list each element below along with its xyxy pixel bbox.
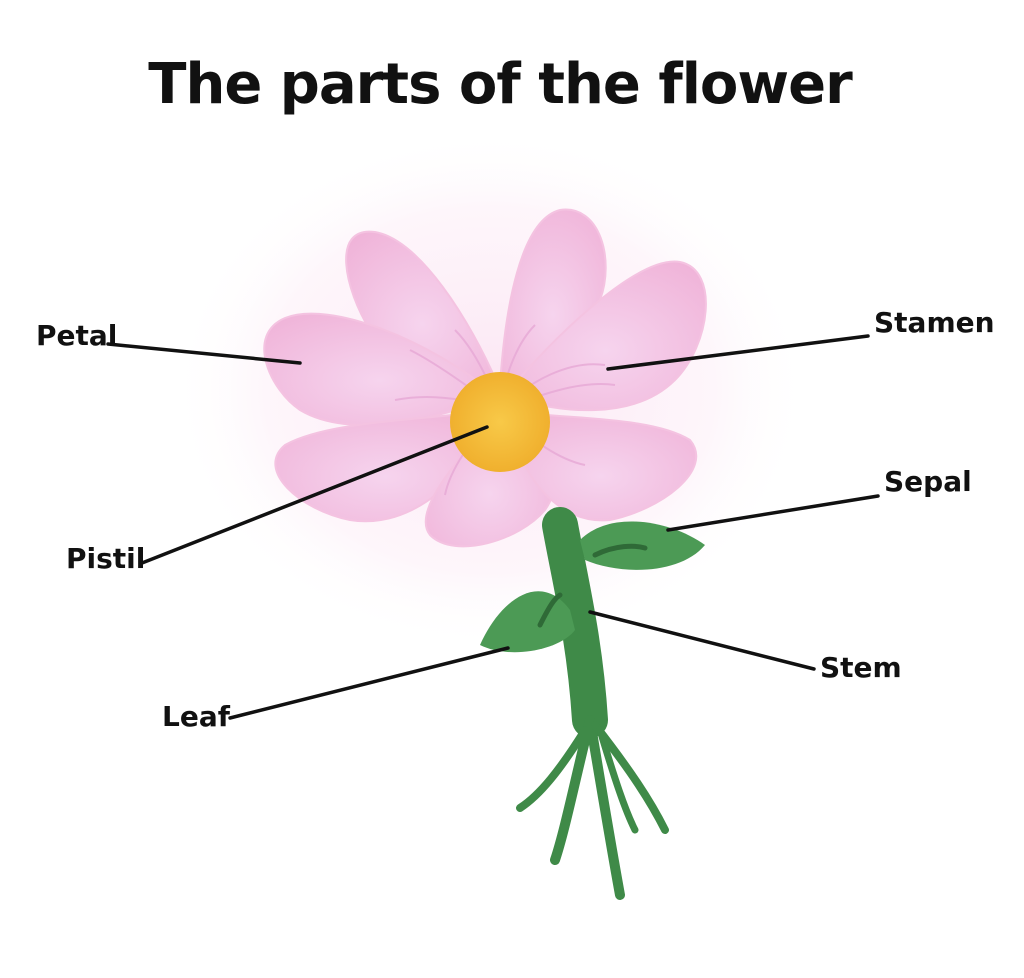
pistil-center xyxy=(450,372,550,472)
root-5 xyxy=(596,726,639,834)
petal-lower-right xyxy=(503,408,698,522)
label-pistil: Pistil xyxy=(66,542,146,575)
leader-lines xyxy=(106,334,880,720)
root-2 xyxy=(550,715,595,865)
label-sepal: Sepal xyxy=(884,465,972,498)
label-stem: Stem xyxy=(820,651,902,684)
label-stamen: Stamen xyxy=(874,306,995,339)
stem-and-roots xyxy=(516,507,669,900)
leader-line-petal xyxy=(106,342,302,365)
leader-line-stamen xyxy=(606,334,870,371)
leader-line-pistil xyxy=(140,425,489,565)
label-petal: Petal xyxy=(36,319,118,352)
root-1 xyxy=(585,715,625,900)
stem xyxy=(542,507,608,738)
label-leaf: Leaf xyxy=(162,700,230,733)
leader-line-stem xyxy=(588,610,816,671)
leader-line-leaf xyxy=(228,646,510,720)
root-4 xyxy=(516,726,589,812)
leader-line-sepal xyxy=(666,494,880,532)
diagram-title: The parts of the flower xyxy=(148,52,852,117)
